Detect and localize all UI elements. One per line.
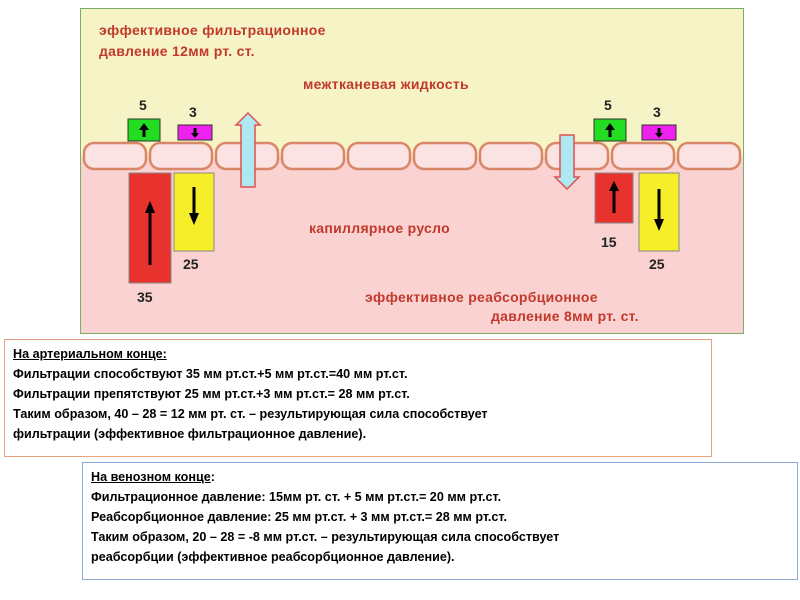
venous-hydrostatic-capillary-value: 15 (601, 234, 617, 250)
effective-reabsorption-label-line1: эффективное реабсорбционное (365, 289, 598, 305)
filtration-flow-arrow-icon (234, 111, 262, 188)
arterial-hydrostatic-interstitial-value: 3 (189, 104, 197, 120)
endothelial-cell (148, 141, 214, 171)
diagram-graphics (81, 9, 743, 333)
arterial-hydrostatic-interstitial-down-arrow-icon (191, 128, 199, 138)
arterial-oncotic-capillary-down-arrow-icon (189, 187, 199, 225)
arterial-oncotic-capillary-value: 25 (183, 256, 199, 272)
arterial-end-line1: Фильтрации способствуют 35 мм рт.ст.+5 м… (13, 367, 408, 381)
endothelial-cell (676, 141, 742, 171)
endothelial-cell (346, 141, 412, 171)
venous-end-heading-colon: : (210, 470, 215, 484)
venous-oncotic-capillary-value: 25 (649, 256, 665, 272)
arterial-end-line4: фильтрации (эффективное фильтрационное д… (13, 427, 367, 441)
capillary-bed-label: капиллярное русло (309, 220, 450, 236)
interstitial-fluid-label: межтканевая жидкость (303, 76, 469, 92)
reabsorption-flow-arrow-icon (553, 134, 581, 191)
venous-hydrostatic-interstitial-down-arrow-icon (655, 128, 663, 138)
venous-end-line3: Таким образом, 20 – 28 = -8 мм рт.ст. – … (91, 530, 560, 544)
endothelial-cell (412, 141, 478, 171)
endothelial-cell (280, 141, 346, 171)
arterial-end-explanation: На артериальном конце: Фильтрации способ… (4, 339, 712, 457)
venous-end-explanation: На венозном конце: Фильтрационное давлен… (82, 462, 798, 580)
endothelial-cell (610, 141, 676, 171)
effective-filtration-label-line1: эффективное фильтрационное (99, 22, 326, 38)
capillary-pressure-diagram: эффективное фильтрационное давление 12мм… (80, 8, 744, 334)
arterial-oncotic-interstitial-value: 5 (139, 97, 147, 113)
venous-oncotic-interstitial-up-arrow-icon (605, 123, 615, 137)
endothelial-cell (82, 141, 148, 171)
venous-end-line1: Фильтрационное давление: 15мм рт. ст. + … (91, 490, 502, 504)
effective-reabsorption-label-line2: давление 8мм рт. ст. (491, 308, 639, 324)
effective-filtration-label-line2: давление 12мм рт. ст. (99, 43, 255, 59)
arterial-end-line3: Таким образом, 40 – 28 = 12 мм рт. ст. –… (13, 407, 488, 421)
arterial-end-heading: На артериальном конце: (13, 347, 167, 361)
arterial-hydrostatic-capillary-value: 35 (137, 289, 153, 305)
arterial-end-line2: Фильтрации препятствуют 25 мм рт.ст.+3 м… (13, 387, 410, 401)
venous-end-heading-row: На венозном конце: (91, 467, 789, 487)
arterial-hydrostatic-capillary-up-arrow-icon (145, 201, 155, 265)
venous-end-line2: Реабсорбционное давление: 25 мм рт.ст. +… (91, 510, 507, 524)
arterial-oncotic-interstitial-up-arrow-icon (139, 123, 149, 137)
venous-oncotic-interstitial-value: 5 (604, 97, 612, 113)
endothelial-cell (478, 141, 544, 171)
venous-end-line4: реабсорбции (эффективное реабсорбционное… (91, 550, 455, 564)
endothelial-cell (544, 141, 610, 171)
venous-hydrostatic-capillary-up-arrow-icon (609, 181, 619, 213)
venous-end-heading: На венозном конце (91, 470, 211, 484)
venous-hydrostatic-interstitial-value: 3 (653, 104, 661, 120)
endothelial-cells (82, 141, 742, 171)
venous-oncotic-capillary-down-arrow-icon (654, 189, 664, 231)
